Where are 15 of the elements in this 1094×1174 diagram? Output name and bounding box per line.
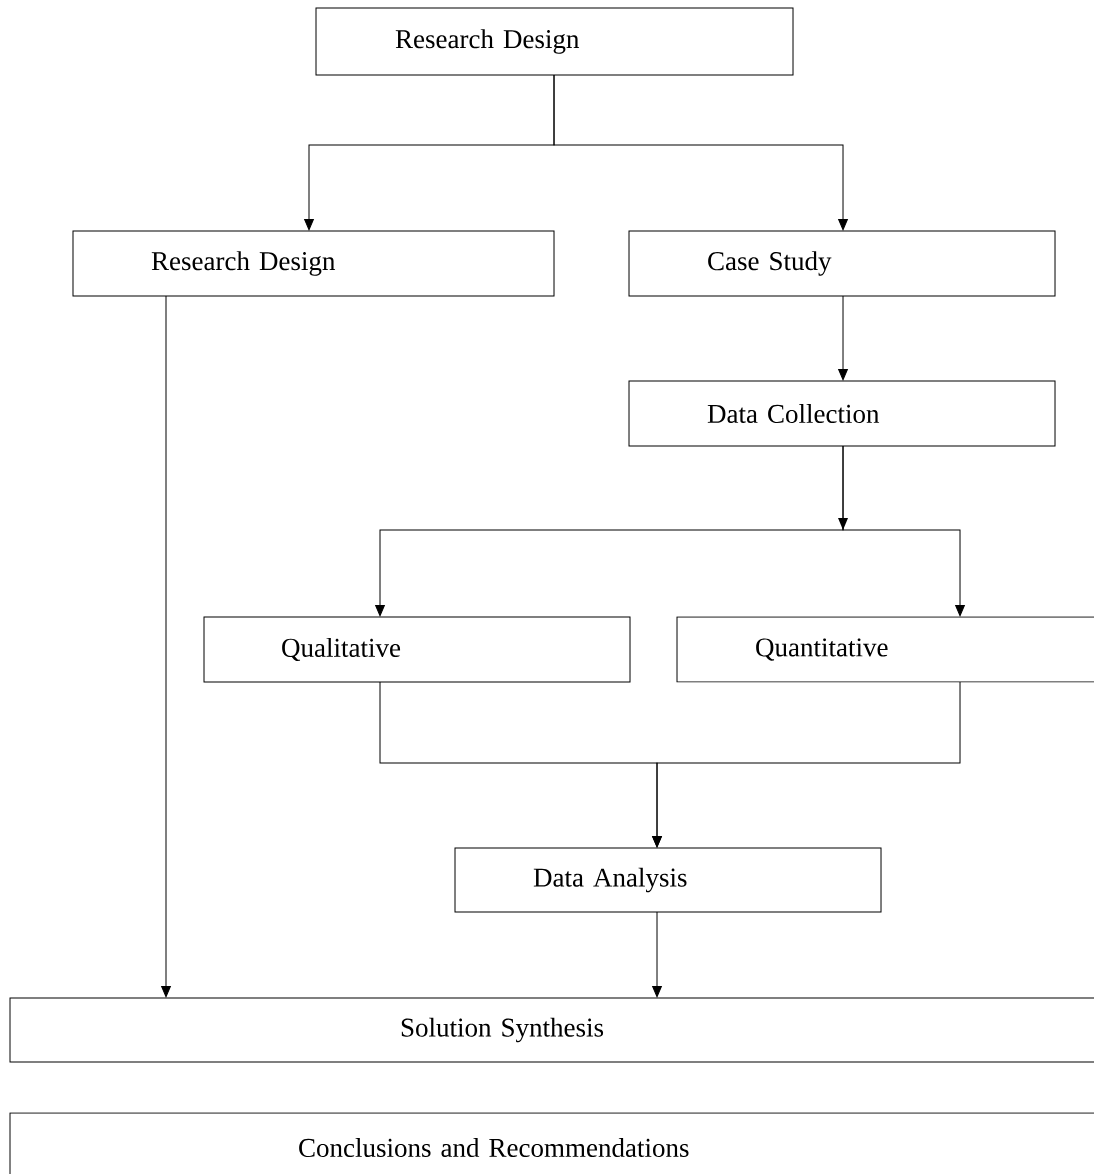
arrow <box>652 681 961 848</box>
process-box: Conclusions and Recommendations <box>9 1112 1094 1174</box>
process-box: Data Collection <box>628 380 1056 447</box>
process-box: Data Analysis <box>454 847 882 913</box>
process-box: Case Study <box>628 230 1056 297</box>
process-box: Quantitative <box>676 616 1094 683</box>
arrow <box>161 295 171 998</box>
process-box: Qualitative <box>203 616 631 683</box>
arrow <box>842 445 965 617</box>
arrow <box>838 295 848 381</box>
process-box: Research Design <box>72 230 555 297</box>
process-box: Research Design <box>315 7 794 76</box>
arrow <box>553 74 848 231</box>
process-box: Solution Synthesis <box>9 997 1094 1063</box>
arrow <box>652 911 662 998</box>
